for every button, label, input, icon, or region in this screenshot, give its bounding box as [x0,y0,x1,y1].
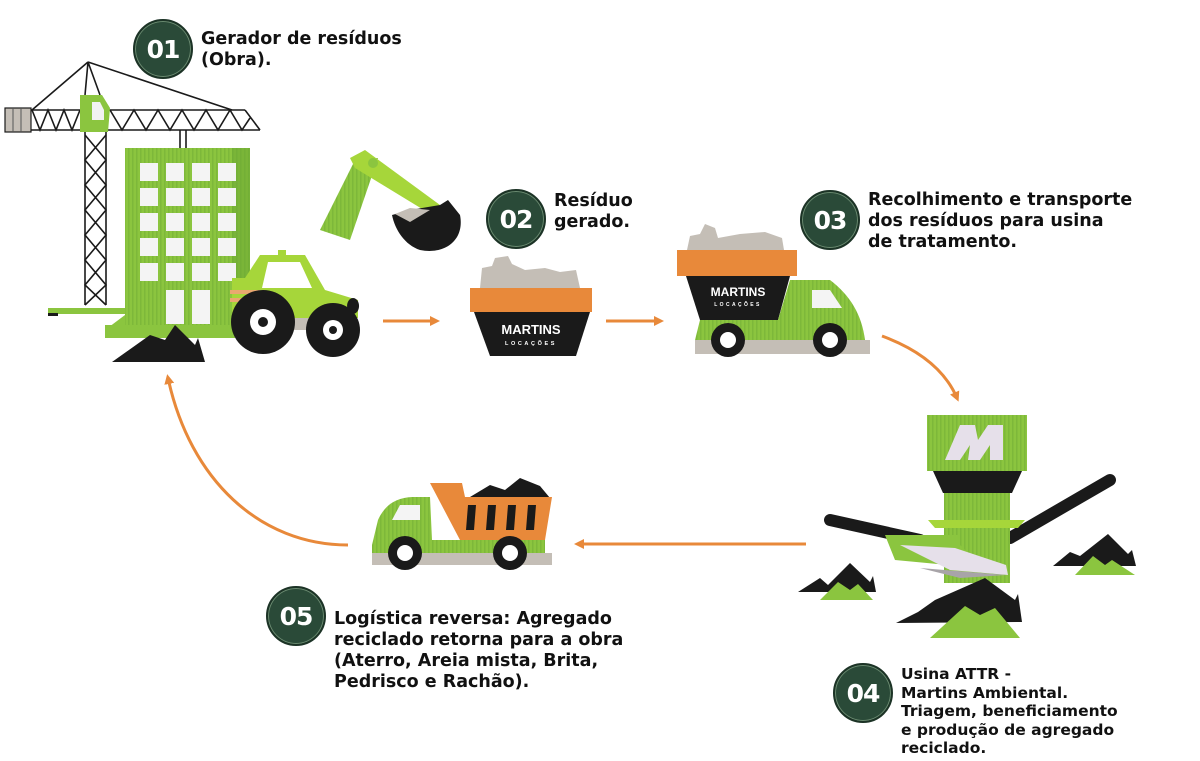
aggregate-pile-icon [798,563,876,600]
dumpster-icon: MARTINS LOCAÇÕES [470,256,592,356]
step-number-badge: 04 [833,663,893,723]
plant-logo-m [945,425,1003,460]
step-05: 05 Logística reversa: Agregado reciclado… [266,586,623,693]
excavator-wheel-rear [306,303,360,357]
step-description: Gerador de resíduos (Obra). [201,29,402,70]
truck-wheel [388,536,422,570]
crane-counterweight [4,107,32,133]
step-03: 03 Recolhimento e transporte dos resíduo… [800,190,1132,253]
step-02: 02 Resíduo gerado. [486,189,633,249]
excavator-wheel-front [231,290,295,354]
step-number-badge: 05 [266,586,326,646]
construction-site-illustration [4,61,461,362]
dumpster-brand-subtitle: LOCAÇÕES [505,340,557,347]
flow-arrow-5-to-1 [164,374,349,547]
flow-arrow-3-to-4 [881,334,960,402]
building-icon [105,148,250,338]
aggregate-pile-icon [896,578,1022,638]
step-description: Resíduo gerado. [554,191,633,232]
step-01: 01 Gerador de resíduos (Obra). [133,19,402,79]
recycling-plant-icon [824,415,1116,583]
collection-truck-icon: MARTINS LOCAÇÕES [677,224,870,357]
tower-crane-icon [30,61,261,306]
truck-wheel [493,536,527,570]
truck-brand-name: MARTINS [711,285,766,299]
dumpster-brand-name: MARTINS [501,322,561,337]
truck-wheel [813,323,847,357]
step-description: Usina ATTR - Martins Ambiental. Triagem,… [901,665,1118,757]
conveyor-belt-right [1004,474,1116,544]
step-number-badge: 01 [133,19,193,79]
truck-brand-subtitle: LOCAÇÕES [714,301,762,308]
truck-wheel [711,323,745,357]
aggregate-pile-icon [1053,534,1136,575]
step-description: Logística reversa: Agregado reciclado re… [334,609,624,692]
step-number-badge: 02 [486,189,546,249]
step-number-badge: 03 [800,190,860,250]
step-description: Recolhimento e transporte dos resíduos p… [868,190,1133,252]
debris-pile-icon [112,325,205,362]
dump-truck-icon [372,478,552,570]
step-04: 04 Usina ATTR - Martins Ambiental. Triag… [833,663,1200,758]
